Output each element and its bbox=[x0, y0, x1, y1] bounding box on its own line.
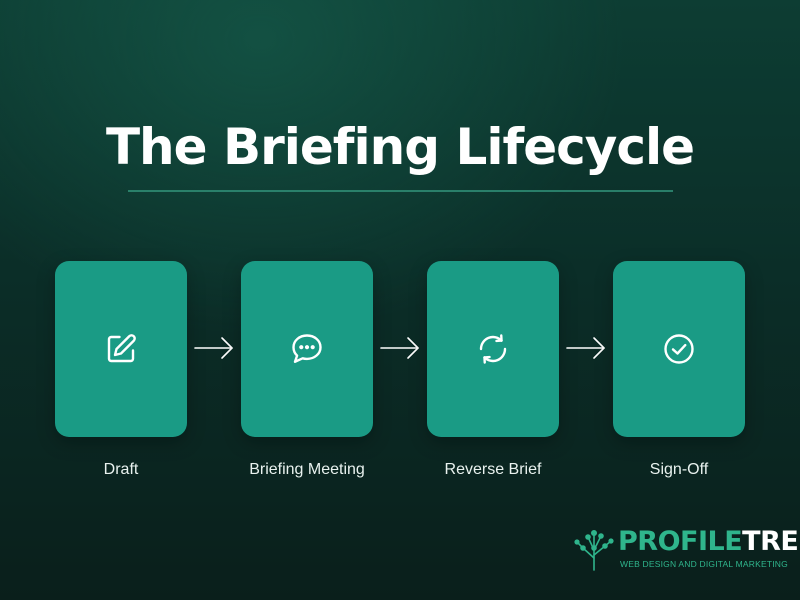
step-label-draft: Draft bbox=[103, 461, 139, 478]
refresh-icon bbox=[479, 334, 507, 364]
title-divider bbox=[128, 190, 673, 192]
brand-name-part2: TREE bbox=[742, 526, 800, 557]
step-label-reverse-brief: Reverse Brief bbox=[444, 461, 542, 478]
arrow-right-icon bbox=[194, 337, 233, 359]
edit-icon bbox=[107, 334, 136, 363]
brand-name: PROFILETREE bbox=[618, 526, 800, 558]
arrow-right-icon bbox=[566, 337, 605, 359]
brand-logo: PROFILETREE WEB DESIGN AND DIGITAL MARKE… bbox=[574, 526, 800, 576]
step-card-sign-off bbox=[613, 261, 745, 437]
check-circle-icon bbox=[664, 334, 694, 364]
step-card-draft bbox=[55, 261, 187, 437]
brand-tagline: WEB DESIGN AND DIGITAL MARKETING bbox=[620, 559, 788, 569]
step-card-briefing-meeting bbox=[241, 261, 373, 437]
step-label-briefing-meeting: Briefing Meeting bbox=[249, 461, 365, 478]
chat-bubble-icon bbox=[292, 334, 322, 363]
brand-name-part1: PROFILE bbox=[618, 526, 743, 557]
page-title: The Briefing Lifecycle bbox=[105, 118, 695, 176]
arrow-right-icon bbox=[380, 337, 419, 359]
step-card-reverse-brief bbox=[427, 261, 559, 437]
step-label-sign-off: Sign-Off bbox=[649, 461, 709, 478]
tree-logo-icon bbox=[574, 529, 614, 571]
